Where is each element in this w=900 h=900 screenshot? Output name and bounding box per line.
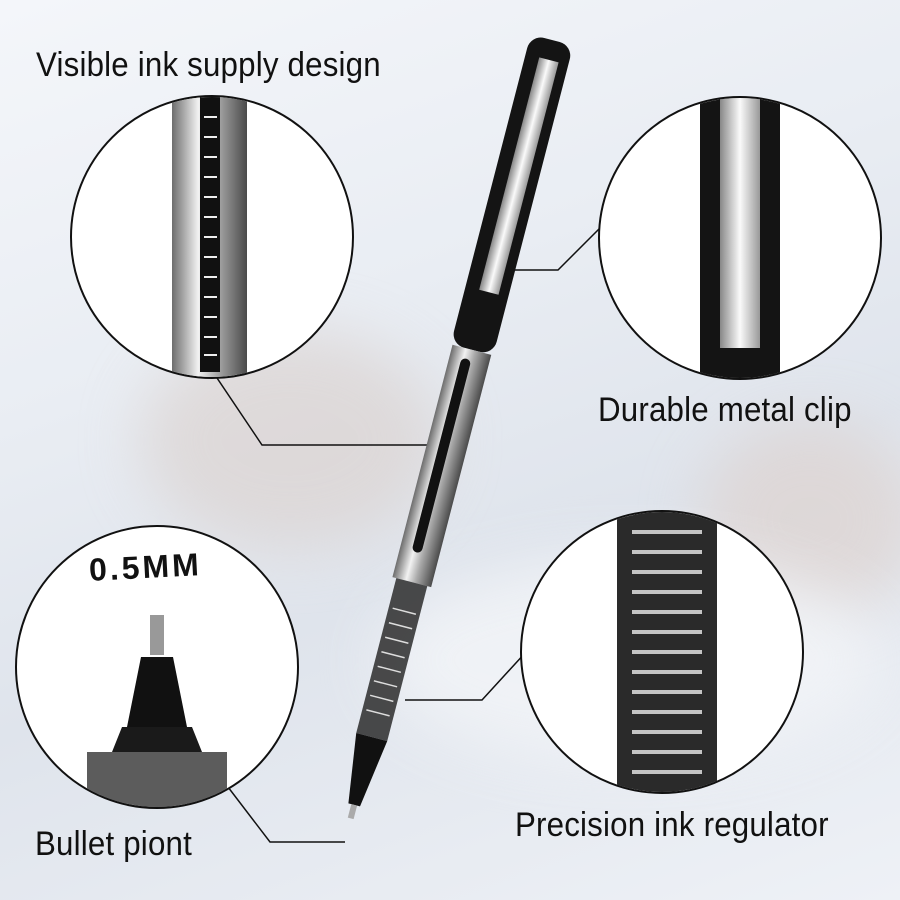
bullet-point-zoom-circle: 0.5MM [15, 525, 299, 809]
ink-regulator-zoom-circle [520, 510, 804, 794]
clip-detail [700, 98, 780, 378]
metal-clip-zoom-circle [598, 96, 882, 380]
tip-size-label: 0.5MM [88, 546, 203, 588]
ink-supply-zoom-circle [70, 95, 354, 379]
ink-window [412, 358, 471, 553]
metal-clip-label: Durable metal clip [598, 391, 852, 429]
pen-tip [347, 804, 358, 820]
bullet-point-label: Bullet piont [35, 825, 192, 863]
ink-window-detail [172, 97, 247, 377]
ink-regulator-label: Precision ink regulator [515, 806, 829, 844]
pen-tip-cone [348, 733, 388, 807]
tip-detail [87, 615, 227, 807]
leader-line-regulator [405, 651, 527, 701]
leader-line-ink-supply [214, 374, 445, 446]
ink-regulator [356, 578, 428, 742]
ink-supply-label: Visible ink supply design [36, 46, 381, 84]
regulator-detail [617, 512, 717, 792]
leader-line-bullet [214, 769, 345, 843]
pen-clip [479, 57, 559, 295]
